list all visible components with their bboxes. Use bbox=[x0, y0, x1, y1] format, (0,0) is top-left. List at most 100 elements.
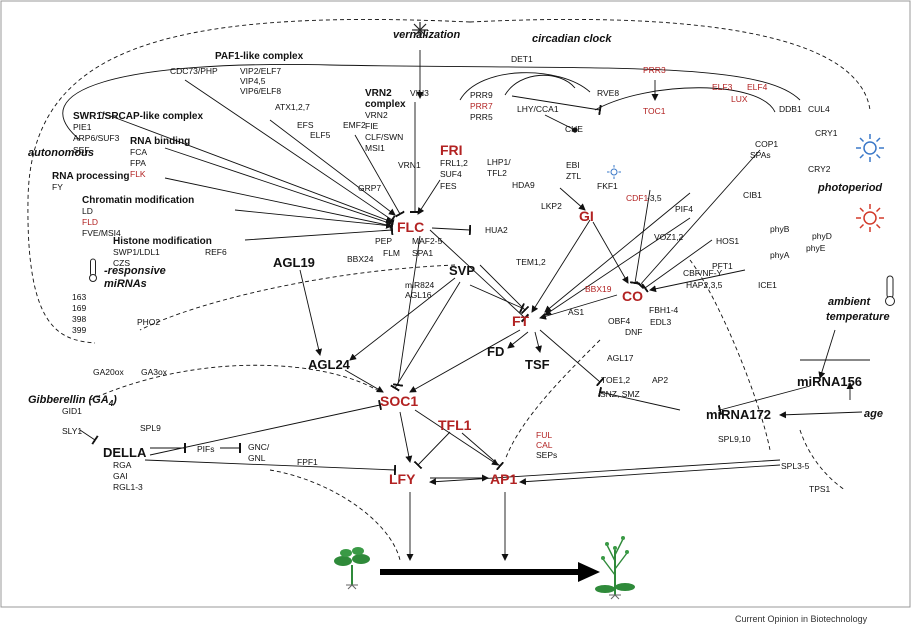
hub-della: DELLA bbox=[103, 445, 147, 460]
sun-blue-icon bbox=[856, 134, 884, 162]
gibberellin-subscript: 4 bbox=[108, 399, 114, 408]
edge-ft-toe bbox=[539, 329, 605, 387]
label-elf3: ELF3 bbox=[712, 82, 733, 92]
flowering-plant-icon bbox=[595, 536, 635, 600]
label-tfl2: TFL2 bbox=[487, 168, 507, 178]
label-bbx24: BBX24 bbox=[347, 254, 374, 264]
small-sun-icon bbox=[607, 165, 621, 179]
label-cry1: CRY1 bbox=[815, 128, 838, 138]
label-398: 398 bbox=[72, 314, 86, 324]
seedling-icon bbox=[334, 547, 370, 590]
edge-cdf1-co bbox=[629, 189, 651, 285]
label-fy: FY bbox=[52, 182, 63, 192]
dashed-loop-left bbox=[27, 19, 471, 344]
label-tps1: TPS1 bbox=[809, 484, 831, 494]
heading-paf1: PAF1-like complex bbox=[215, 51, 304, 62]
edge-svp-ft bbox=[479, 264, 530, 315]
edge-della-soc1 bbox=[149, 399, 383, 456]
label-pep: PEP bbox=[375, 236, 392, 246]
edge-svp-soc1 bbox=[390, 281, 461, 392]
edge-mir156-mir172 bbox=[717, 385, 811, 416]
hub-mirna156: miRNA156 bbox=[797, 374, 862, 389]
label-ebi: EBI bbox=[566, 160, 580, 170]
label-agl16: AGL16 bbox=[405, 290, 432, 300]
label-pie1: PIE1 bbox=[73, 122, 92, 132]
label-phyb: phyB bbox=[770, 224, 790, 234]
heading-swr1: SWR1/SRCAP-like complex bbox=[73, 111, 203, 122]
label-gnl: GNL bbox=[248, 453, 266, 463]
edge-prr-lhy bbox=[511, 95, 602, 116]
label-seps: SEPs bbox=[536, 450, 557, 460]
label-lhy: LHY/CCA1 bbox=[517, 104, 559, 114]
label-ga20ox: GA20ox bbox=[93, 367, 124, 377]
label-phye: phyE bbox=[806, 243, 826, 253]
label-dnf: DNF bbox=[625, 327, 642, 337]
label-cib1: CIB1 bbox=[743, 190, 762, 200]
heading-gibberellin: Gibberellin (GA4) bbox=[28, 394, 117, 408]
label-sly1: SLY1 bbox=[62, 426, 82, 436]
label-cdf1: CDF1 bbox=[626, 193, 648, 203]
edge-tfl1-lfy bbox=[413, 431, 451, 470]
gibberellin-close: ) bbox=[112, 394, 117, 406]
label-voz: VOZ1,2 bbox=[654, 232, 684, 242]
label-fld: FLD bbox=[82, 217, 98, 227]
label-agl17: AGL17 bbox=[607, 353, 634, 363]
label-169: 169 bbox=[72, 303, 86, 313]
heading-rna-processing: RNA processing bbox=[52, 171, 129, 182]
label-lux: LUX bbox=[731, 94, 748, 104]
heading-mirnas: miRNAs bbox=[104, 278, 147, 290]
heading-rna-binding: RNA binding bbox=[130, 136, 190, 147]
edge-pif4-ft bbox=[544, 192, 691, 313]
edge-paf1-flc bbox=[184, 79, 396, 225]
interaction-edges bbox=[27, 18, 871, 561]
label-pif4: PIF4 bbox=[675, 204, 693, 214]
label-163: 163 bbox=[72, 292, 86, 302]
label-cop1: COP1 bbox=[755, 139, 778, 149]
label-mir824: miR824 bbox=[405, 280, 435, 290]
label-cul4: CUL4 bbox=[808, 104, 830, 114]
hub-agl19: AGL19 bbox=[273, 255, 315, 270]
clock-loop-3 bbox=[504, 74, 576, 96]
label-vrn1: VRN1 bbox=[398, 160, 421, 170]
label-phya: phyA bbox=[770, 250, 790, 260]
label-rgl: RGL1-3 bbox=[113, 482, 143, 492]
edge-pft1-co bbox=[649, 269, 746, 293]
hub-mirna172: miRNA172 bbox=[706, 407, 771, 422]
label-sef: SEF bbox=[73, 145, 90, 155]
edge-lhy-che bbox=[544, 114, 578, 133]
edge-histone-flc bbox=[244, 224, 394, 241]
label-bbx19: BBX19 bbox=[585, 284, 612, 294]
label-vip2: VIP2/ELF7 bbox=[240, 66, 281, 76]
loop-line-top bbox=[62, 64, 801, 141]
edge-della-lfy bbox=[144, 459, 397, 476]
credit-line: Current Opinion in Biotechnology bbox=[735, 614, 868, 624]
label-cdf1-tail: -3,5 bbox=[647, 193, 662, 203]
label-ld: LD bbox=[82, 206, 93, 216]
label-hua2: HUA2 bbox=[485, 225, 508, 235]
label-czs: CZS bbox=[113, 258, 130, 268]
edge-flc-soc1 bbox=[392, 235, 421, 387]
label-gid1: GID1 bbox=[62, 406, 82, 416]
label-as1: AS1 bbox=[568, 307, 584, 317]
label-vrn2: VRN2 bbox=[365, 110, 388, 120]
label-prr9: PRR9 bbox=[470, 90, 493, 100]
label-ap2: AP2 bbox=[652, 375, 668, 385]
hub-tsf: TSF bbox=[525, 357, 550, 372]
label-toe: TOE1,2 bbox=[601, 375, 630, 385]
label-flk: FLK bbox=[130, 169, 146, 179]
label-snz: SNZ, SMZ bbox=[600, 389, 640, 399]
label-vin3: VIN3 bbox=[410, 88, 429, 98]
label-ref6: REF6 bbox=[205, 247, 227, 257]
edge-emf2-flc bbox=[354, 134, 405, 218]
label-fbh: FBH1-4 bbox=[649, 305, 679, 315]
label-toc1: TOC1 bbox=[643, 106, 666, 116]
heading-autonomous: autonomous bbox=[28, 147, 94, 159]
hub-lfy: LFY bbox=[389, 471, 416, 487]
label-cbf: CBF/NF-Y bbox=[683, 268, 723, 278]
label-obf4: OBF4 bbox=[608, 316, 630, 326]
label-atx: ATX1,2,7 bbox=[275, 102, 310, 112]
label-cdc73: CDC73/PHP bbox=[170, 66, 218, 76]
label-ful: FUL bbox=[536, 430, 552, 440]
label-efs: EFS bbox=[297, 120, 314, 130]
